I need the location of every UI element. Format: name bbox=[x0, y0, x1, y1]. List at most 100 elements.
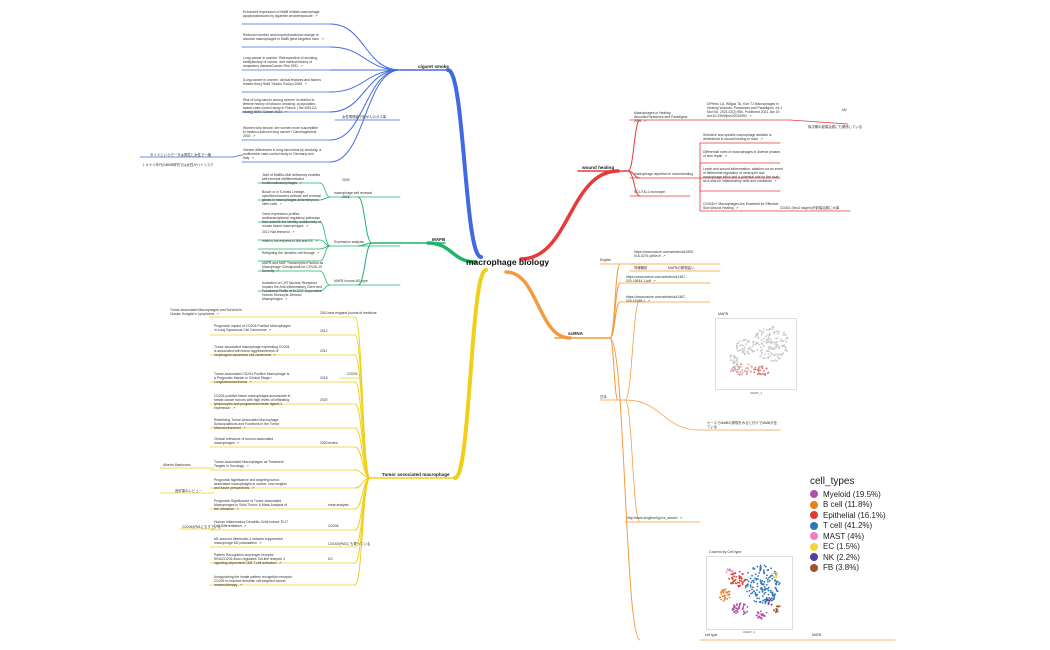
mafb-group-0[interactable]: macrophage self renewal bbox=[334, 191, 372, 195]
root-node[interactable]: macrophage biology bbox=[466, 257, 550, 267]
external-link-icon[interactable]: ↗ bbox=[235, 507, 239, 512]
smoke-paper-0[interactable]: Enhanced expression of MafB inhibits mac… bbox=[243, 10, 325, 18]
tam-note-6[interactable]: review bbox=[328, 441, 338, 445]
scrna-english-note2[interactable]: MAFBの発現高い bbox=[668, 265, 694, 270]
external-link-icon[interactable]: ↗ bbox=[278, 561, 282, 566]
wound-paper-1[interactable]: macrophage depletion in woundhealing bbox=[634, 172, 693, 176]
external-link-icon[interactable]: ↗ bbox=[268, 328, 272, 333]
mafb-paper-1-0[interactable]: Gene expression profiles andtranscriptio… bbox=[262, 212, 324, 228]
external-link-icon[interactable]: ↗ bbox=[299, 181, 302, 186]
external-link-icon[interactable]: ↗ bbox=[284, 297, 288, 302]
external-link-icon[interactable]: ↗ bbox=[249, 380, 252, 385]
tam-note-9[interactable]: meta analysis bbox=[328, 503, 349, 507]
tam-paper-5[interactable]: Redefining Tumor-Associated Macrophage S… bbox=[214, 418, 292, 430]
mafb-group-1[interactable]: Expression analysis bbox=[334, 240, 364, 244]
external-link-icon[interactable]: ↗ bbox=[252, 134, 256, 139]
scrna-branch-label[interactable]: scRNA bbox=[568, 331, 583, 336]
external-link-icon[interactable]: ↗ bbox=[724, 154, 728, 159]
wound-sub-0[interactable]: Selective and specific macrophage ablati… bbox=[703, 133, 783, 141]
external-link-icon[interactable]: ↗ bbox=[315, 239, 319, 243]
mafb-paper-0-1[interactable]: Bosch or in 5-hosts Lineage-specificenha… bbox=[262, 190, 324, 206]
smoke-paper-6[interactable]: Gender differences in lung carcinoma by … bbox=[243, 148, 325, 160]
external-link-icon[interactable]: ↗ bbox=[243, 524, 247, 529]
external-link-icon[interactable]: ↗ bbox=[284, 110, 287, 115]
mafb-year-0-1[interactable]: 2016 bbox=[342, 195, 350, 199]
wound-note-2[interactable]: 後次期の創傷治癒にも関係している bbox=[808, 124, 862, 129]
tam-year-2[interactable]: 2011 bbox=[320, 349, 327, 353]
tam-note-0[interactable]: new england journal of medicine bbox=[328, 311, 377, 315]
tam-paper-4[interactable]: CD204-positive tissue macrophages accumu… bbox=[214, 394, 292, 410]
external-link-icon[interactable]: ↗ bbox=[291, 230, 295, 234]
scrna-bottom-left[interactable]: cell type bbox=[705, 633, 717, 637]
tam-paper-3[interactable]: Tumor-Associated CD204-Positive Macropha… bbox=[214, 372, 292, 384]
mafb-year-0-0[interactable]: 2009 bbox=[342, 178, 350, 182]
smoke-branch-label[interactable]: cigaret smoke bbox=[418, 64, 449, 69]
tam-paper-8[interactable]: Prognostic significance and targeting tu… bbox=[214, 478, 292, 490]
mafb-branch-label[interactable]: MAFB bbox=[432, 237, 445, 242]
smoke-sub-label[interactable]: 女性喫煙者で肺がんのガス事 bbox=[342, 114, 386, 119]
external-link-icon[interactable]: ↗ bbox=[679, 516, 683, 520]
tam-paper-13[interactable]: Antagonizing the innate pattern recognit… bbox=[214, 575, 292, 587]
external-link-icon[interactable]: ↗ bbox=[279, 202, 282, 207]
scrna-link-1[interactable]: https://www.nature.com/articles/s41467-0… bbox=[626, 295, 686, 303]
external-link-icon[interactable]: ↗ bbox=[314, 14, 318, 19]
external-link-icon[interactable]: ↗ bbox=[276, 269, 280, 274]
tam-paper-0[interactable]: Tumor-Associated Macrophages and Surviva… bbox=[170, 308, 248, 316]
tam-paper-12[interactable]: Pattern Recognition scavenger receptor S… bbox=[214, 553, 292, 565]
external-link-icon[interactable]: ↗ bbox=[232, 406, 236, 411]
scrna-mafb-note[interactable]: ケースでMafBの発現をみると付けでMafBが全ている bbox=[707, 421, 777, 429]
scrna-link-0[interactable]: https://www.nature.com/articles/s41467-0… bbox=[626, 275, 686, 283]
external-link-icon[interactable]: ↗ bbox=[773, 179, 777, 184]
wound-sub-2[interactable]: Leptin and wound inflammation: ablation … bbox=[703, 167, 783, 183]
tam-year-1[interactable]: 2012 bbox=[320, 329, 328, 333]
tam-year-0[interactable]: 2010 bbox=[320, 311, 328, 315]
tam-cd204-label[interactable]: CD204 bbox=[347, 372, 358, 376]
mafb-paper-1-3[interactable]: Refighting the dendritic cell lineage↗ bbox=[262, 251, 324, 255]
wound-sub-1[interactable]: Differential roles of macrophages in div… bbox=[703, 150, 783, 158]
external-link-icon[interactable]: ↗ bbox=[300, 64, 303, 69]
external-link-icon[interactable]: ↗ bbox=[760, 137, 763, 142]
external-link-icon[interactable]: ↗ bbox=[245, 464, 249, 469]
scrna-web-url[interactable]: http://www.singlecell.jp/cs_search↗ bbox=[627, 516, 682, 520]
tam-year-3[interactable]: 2018 bbox=[320, 376, 328, 380]
mafb-paper-1-2[interactable]: mafb is not express in AM and DC↗ bbox=[262, 239, 324, 243]
wound-paper-2[interactable]: SCL/TAL1 monocyte bbox=[634, 190, 665, 194]
tam-paper-1[interactable]: Prognostic impact of CD204-Positive Macr… bbox=[214, 324, 292, 332]
smoke-paper-2[interactable]: Lung cancer in women: Retrospective of s… bbox=[243, 56, 325, 68]
tam-year-6[interactable]: 2020 bbox=[320, 441, 328, 445]
smoke-left-note-0[interactable]: タイツというデータは男性と女性で一緒 bbox=[150, 152, 211, 157]
external-link-icon[interactable]: ↗ bbox=[643, 119, 647, 124]
external-link-icon[interactable]: ↗ bbox=[647, 299, 651, 304]
external-link-icon[interactable]: ↗ bbox=[272, 353, 276, 358]
external-link-icon[interactable]: ↗ bbox=[251, 156, 255, 161]
scrna-english-label[interactable]: English bbox=[600, 258, 611, 262]
smoke-paper-1[interactable]: Reduced number and morphofunctional chan… bbox=[243, 33, 325, 41]
tam-paper-2[interactable]: Tumor associated macrophage expressing C… bbox=[214, 345, 292, 357]
wound-note-m2[interactable]: M2 bbox=[842, 108, 847, 112]
smoke-paper-3[interactable]: [Lung cancer in women: clinical features… bbox=[243, 78, 325, 86]
tam-paper-6[interactable]: Clinical relevance of tumour-associated … bbox=[214, 437, 292, 445]
tam-note-11[interactable]: CD163がM2にも寄っている bbox=[328, 541, 370, 546]
mafb-paper-0-0[interactable]: Joint of MafB/c-Maf deficiency enables s… bbox=[262, 173, 324, 185]
tam-paper-9[interactable]: Prognostic Significance of Tumor-Associa… bbox=[214, 499, 292, 511]
mafb-paper-2-0[interactable]: MAFB and MAF Transcription Factors as Ma… bbox=[262, 261, 324, 273]
wound-sub-note[interactable]: CD301 (Mrc2 sisgen)が創傷治癒に大事 bbox=[780, 205, 839, 210]
external-link-icon[interactable]: ↗ bbox=[320, 37, 324, 42]
scrna-english-link-text[interactable]: https://www.nature.com/articles/s41590-0… bbox=[634, 250, 694, 258]
external-link-icon[interactable]: ↗ bbox=[304, 82, 307, 87]
external-link-icon[interactable]: ↗ bbox=[258, 541, 262, 546]
tam-paper-11[interactable]: M1-sourced interleukin-4 induces suppres… bbox=[214, 537, 292, 545]
scrna-jp-label[interactable]: 日本 bbox=[600, 394, 607, 399]
tam-year-4[interactable]: 2020 bbox=[320, 398, 328, 402]
external-link-icon[interactable]: ↗ bbox=[236, 441, 240, 446]
external-link-icon[interactable]: ↗ bbox=[735, 206, 739, 211]
scrna-bottom-right[interactable]: MAFB bbox=[812, 633, 821, 637]
tam-paper-7[interactable]: Tumor-Associated Macrophages as Treatmen… bbox=[214, 460, 292, 468]
mafb-paper-2-1[interactable]: Activation of LXR Nuclear Receptors Impa… bbox=[262, 281, 324, 301]
external-link-icon[interactable]: ↗ bbox=[748, 114, 752, 119]
tam-left-note-1[interactable]: 良好事のレビュー bbox=[175, 488, 202, 493]
smoke-left-note-1[interactable]: １９９０年代のBMB研究では女性がハイリスク bbox=[142, 162, 214, 167]
smoke-paper-5[interactable]: Women who smoke: are women more suscepti… bbox=[243, 126, 321, 138]
wound-sub-3[interactable]: CD301b+ Macrophages Are Essential for Ef… bbox=[703, 202, 783, 210]
tam-left-note-0[interactable]: Alberto Mantovani bbox=[163, 463, 190, 467]
